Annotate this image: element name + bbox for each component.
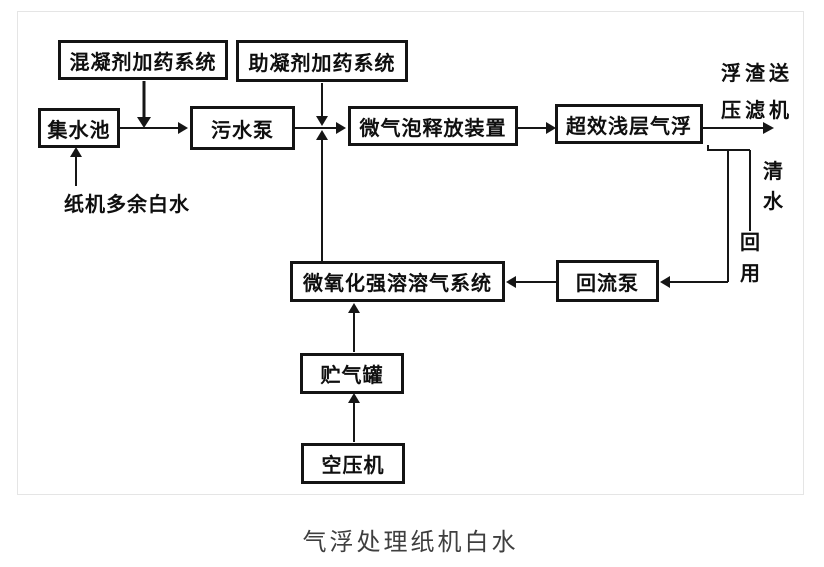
- label-clear-water: 清水: [763, 161, 783, 213]
- diagram-page-frame: [17, 11, 804, 495]
- arrowhead-release-to-flotation: [546, 122, 556, 134]
- arrowhead-into-dissolved-air: [506, 276, 516, 288]
- label-excess-white-water-inlet: 纸机多余白水: [64, 194, 190, 216]
- box-dissolved-air-system: 微氧化强溶溶气系统: [290, 261, 505, 302]
- arrowhead-aid-down: [316, 116, 328, 126]
- label-slag-line1: 浮渣送: [721, 63, 793, 85]
- arrowhead-into-reflux: [660, 276, 670, 288]
- arrowhead-inlet-up: [70, 147, 82, 157]
- arrowhead-compressor-up: [348, 393, 360, 403]
- figure-caption: 气浮处理纸机白水: [302, 529, 519, 556]
- arrowhead-slag-out: [763, 122, 774, 134]
- arrowhead-riser-up: [316, 130, 328, 140]
- box-shallow-flotation: 超效浅层气浮: [555, 104, 703, 144]
- label-reuse: 回用: [740, 232, 760, 285]
- box-microbubble-release-device: 微气泡释放装置: [348, 106, 518, 146]
- box-gas-storage-tank: 贮气罐: [300, 353, 404, 394]
- arrowhead-tank-up: [348, 303, 360, 313]
- arrowhead-coagulant-down: [137, 117, 151, 128]
- box-coagulant-aid-dosing-system: 助凝剂加药系统: [236, 40, 408, 82]
- box-reflux-pump: 回流泵: [556, 260, 659, 302]
- box-sewage-pump: 污水泵: [190, 106, 295, 150]
- arrowhead-pump-to-release: [336, 122, 346, 134]
- box-collection-tank: 集水池: [38, 108, 120, 148]
- label-slag-to-filter-press: 浮渣送 压滤机: [721, 56, 805, 130]
- arrowhead-tank-to-pump: [178, 122, 188, 134]
- line-clearwater-header: [707, 145, 750, 151]
- box-coagulant-dosing-system: 混凝剂加药系统: [58, 40, 228, 80]
- box-air-compressor: 空压机: [301, 443, 405, 484]
- label-slag-line2: 压滤机: [721, 100, 793, 122]
